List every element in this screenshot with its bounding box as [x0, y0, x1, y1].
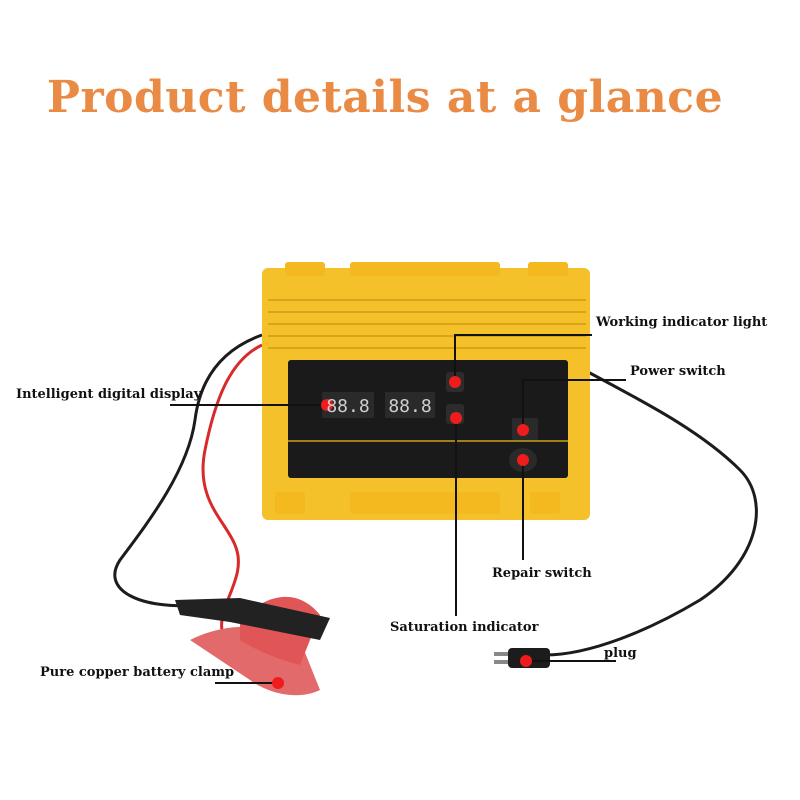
battery-clamp [175, 596, 330, 696]
marker-clamp [272, 677, 284, 689]
label-saturation-indicator: Saturation indicator [390, 620, 539, 635]
label-power-switch: Power switch [630, 364, 726, 379]
marker-saturation [450, 412, 462, 424]
marker-repair [517, 454, 529, 466]
marker-display [321, 399, 333, 411]
callout-markers [272, 376, 532, 689]
leader-lines [170, 334, 626, 684]
marker-working [449, 376, 461, 388]
display-right-digits: 88.8 [388, 396, 431, 417]
red-clamp-cable [201, 343, 263, 641]
marker-power [517, 424, 529, 436]
plug-cable [544, 370, 758, 657]
label-working-indicator: Working indicator light [596, 315, 768, 330]
power-cable [113, 333, 263, 608]
label-battery-clamp: Pure copper battery clamp [40, 665, 235, 680]
front-panel [288, 360, 568, 478]
display-left-digits: 88.8 [326, 396, 369, 417]
marker-plug [520, 655, 532, 667]
label-plug: plug [604, 646, 637, 661]
page-title: Product details at a glance [46, 72, 724, 123]
label-repair-switch: Repair switch [492, 566, 592, 581]
label-digital-display: Intelligent digital display [16, 387, 202, 402]
